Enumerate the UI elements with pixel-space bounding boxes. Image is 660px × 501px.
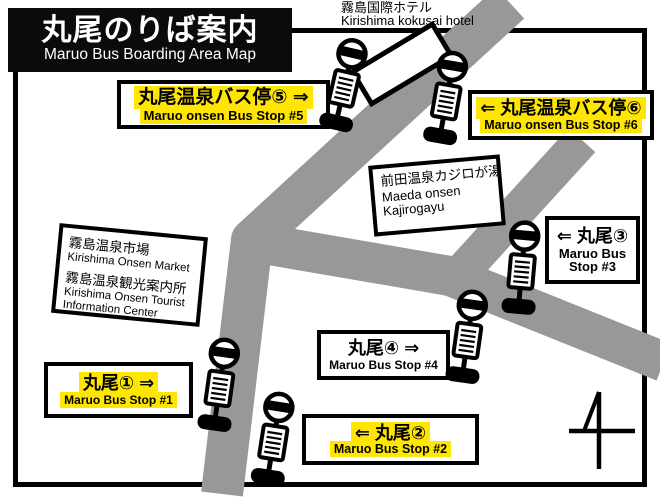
stop6-jp: ⇐ 丸尾温泉バス停⑥ xyxy=(476,97,646,120)
hotel-label: 霧島国際ホテル Kirishima kokusai hotel xyxy=(341,1,474,28)
stop3-en1: Maruo Bus xyxy=(558,245,627,261)
bus-stop-label-5: 丸尾温泉バス停⑤ ⇒ Maruo onsen Bus Stop #5 xyxy=(117,80,330,129)
stop5-jp: 丸尾温泉バス停⑤ ⇒ xyxy=(134,85,313,109)
road-main-diagonal xyxy=(201,0,525,497)
map-title: 丸尾のりば案内 xyxy=(41,13,259,47)
map-title-box: 丸尾のりば案内 Maruo Bus Boarding Area Map xyxy=(8,8,292,72)
stop2-jp: ⇐ 丸尾② xyxy=(350,421,431,444)
bus-stop-icon-3 xyxy=(495,217,549,317)
bus-stop-label-6: ⇐ 丸尾温泉バス停⑥ Maruo onsen Bus Stop #6 xyxy=(468,90,654,140)
bus-stop-icon-6 xyxy=(416,46,478,149)
kajirogayu-label: 前田温泉カジロが湯 Maeda onsen Kajirogayu xyxy=(368,154,506,237)
bus-stop-icon-2 xyxy=(244,387,304,489)
stop4-en: Maruo Bus Stop #4 xyxy=(329,358,438,373)
hotel-label-en: Kirishima kokusai hotel xyxy=(341,13,474,29)
map-frame xyxy=(13,28,647,487)
stop3-jp: ⇐ 丸尾③ xyxy=(556,226,629,247)
hotel-label-jp: 霧島国際ホテル xyxy=(341,0,433,15)
bus-stop-label-1: 丸尾① ⇒ Maruo Bus Stop #1 xyxy=(44,362,193,418)
bus-stop-icon-4 xyxy=(439,285,498,386)
bus-stop-icon-5 xyxy=(312,32,378,136)
stop1-jp: 丸尾① ⇒ xyxy=(78,372,159,395)
road-branch-northeast xyxy=(434,127,596,300)
bus-stop-label-3: ⇐ 丸尾③ Maruo Bus Stop #3 xyxy=(545,216,640,284)
map-title-en: Maruo Bus Boarding Area Map xyxy=(44,46,256,64)
stop6-en: Maruo onsen Bus Stop #6 xyxy=(480,116,642,133)
stop4-jp: 丸尾④ ⇒ xyxy=(347,338,420,359)
bus-stop-label-2: ⇐ 丸尾② Maruo Bus Stop #2 xyxy=(302,414,479,465)
bus-stop-icon-1 xyxy=(191,333,250,434)
stop1-en: Maruo Bus Stop #1 xyxy=(60,392,177,409)
bus-stop-label-4: 丸尾④ ⇒ Maruo Bus Stop #4 xyxy=(317,330,450,380)
north-arrow-icon xyxy=(569,391,635,469)
stop2-en: Maruo Bus Stop #2 xyxy=(329,441,452,458)
market-info-label: 霧島温泉市場 Kirishima Onsen Market 霧島温泉観光案内所 … xyxy=(51,223,208,327)
stop5-en: Maruo onsen Bus Stop #5 xyxy=(139,106,308,124)
stop3-en2: Stop #3 xyxy=(569,259,616,275)
